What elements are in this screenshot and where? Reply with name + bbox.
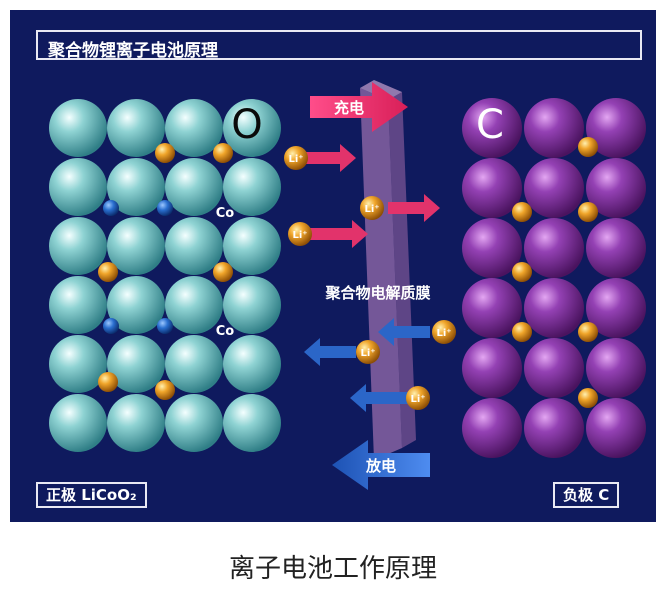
lithium-ion	[98, 372, 118, 392]
anode-sphere	[524, 338, 584, 398]
cathode-sphere	[49, 217, 107, 275]
cathode-sphere	[165, 335, 223, 393]
cobalt-atom	[103, 318, 119, 334]
anode-sphere	[462, 398, 522, 458]
battery-diagram: 充电 放电 Li⁺Li⁺Li⁺Li⁺Li⁺Li⁺ 聚合物电解质膜 O C Co …	[10, 10, 656, 522]
lithium-ion	[578, 322, 598, 342]
cathode-sphere	[165, 394, 223, 452]
anode-sphere	[586, 218, 646, 278]
membrane-label: 聚合物电解质膜	[324, 284, 430, 302]
anode-sphere	[462, 338, 522, 398]
lithium-ion	[578, 137, 598, 157]
cathode-sphere	[49, 276, 107, 334]
cobalt-label: Co	[216, 324, 235, 339]
cathode-sphere	[165, 158, 223, 216]
title-frame: 聚合物锂离子电池原理	[36, 30, 642, 60]
lithium-ion	[155, 143, 175, 163]
lithium-ion-label: Li⁺	[292, 230, 307, 241]
cathode-sphere	[223, 394, 281, 452]
diagram-title: 聚合物锂离子电池原理	[48, 36, 218, 61]
lithium-ion-label: Li⁺	[364, 204, 379, 215]
charge-label: 充电	[334, 99, 364, 117]
lithium-ion-label: Li⁺	[288, 154, 303, 165]
cobalt-label: Co	[216, 206, 235, 221]
cathode-symbol: O	[231, 102, 262, 148]
cobalt-atom	[157, 318, 173, 334]
cathode-tag: 正极 LiCoO₂	[36, 482, 147, 508]
anode-lattice	[462, 98, 646, 458]
lithium-ion	[512, 262, 532, 282]
anode-sphere	[524, 398, 584, 458]
anode-tag: 负极 C	[553, 482, 619, 508]
cobalt-atom	[103, 200, 119, 216]
lithium-ion	[213, 262, 233, 282]
lithium-ion	[155, 380, 175, 400]
anode-sphere	[524, 98, 584, 158]
anode-sphere	[524, 218, 584, 278]
cobalt-atom	[157, 200, 173, 216]
discharge-label: 放电	[365, 457, 396, 475]
lithium-ion	[578, 388, 598, 408]
lithium-ion	[98, 262, 118, 282]
lithium-ion	[213, 143, 233, 163]
cathode-sphere	[165, 276, 223, 334]
anode-sphere	[524, 158, 584, 218]
cathode-sphere	[165, 217, 223, 275]
cathode-sphere	[223, 217, 281, 275]
lithium-ion-label: Li⁺	[360, 348, 375, 359]
anode-symbol: C	[476, 102, 504, 148]
cathode-sphere	[107, 394, 165, 452]
lithium-ion	[512, 322, 532, 342]
cathode-sphere	[49, 394, 107, 452]
figure-caption: 离子电池工作原理	[0, 548, 666, 585]
anode-sphere	[524, 278, 584, 338]
lithium-ion-label: Li⁺	[410, 394, 425, 405]
anode-sphere	[586, 338, 646, 398]
lithium-ion-label: Li⁺	[436, 328, 451, 339]
lithium-ion	[578, 202, 598, 222]
cathode-sphere	[49, 99, 107, 157]
cathode-sphere	[223, 335, 281, 393]
diagram-panel: 充电 放电 Li⁺Li⁺Li⁺Li⁺Li⁺Li⁺ 聚合物电解质膜 O C Co …	[10, 10, 656, 522]
anode-sphere	[586, 398, 646, 458]
lithium-ion	[512, 202, 532, 222]
cathode-sphere	[49, 158, 107, 216]
